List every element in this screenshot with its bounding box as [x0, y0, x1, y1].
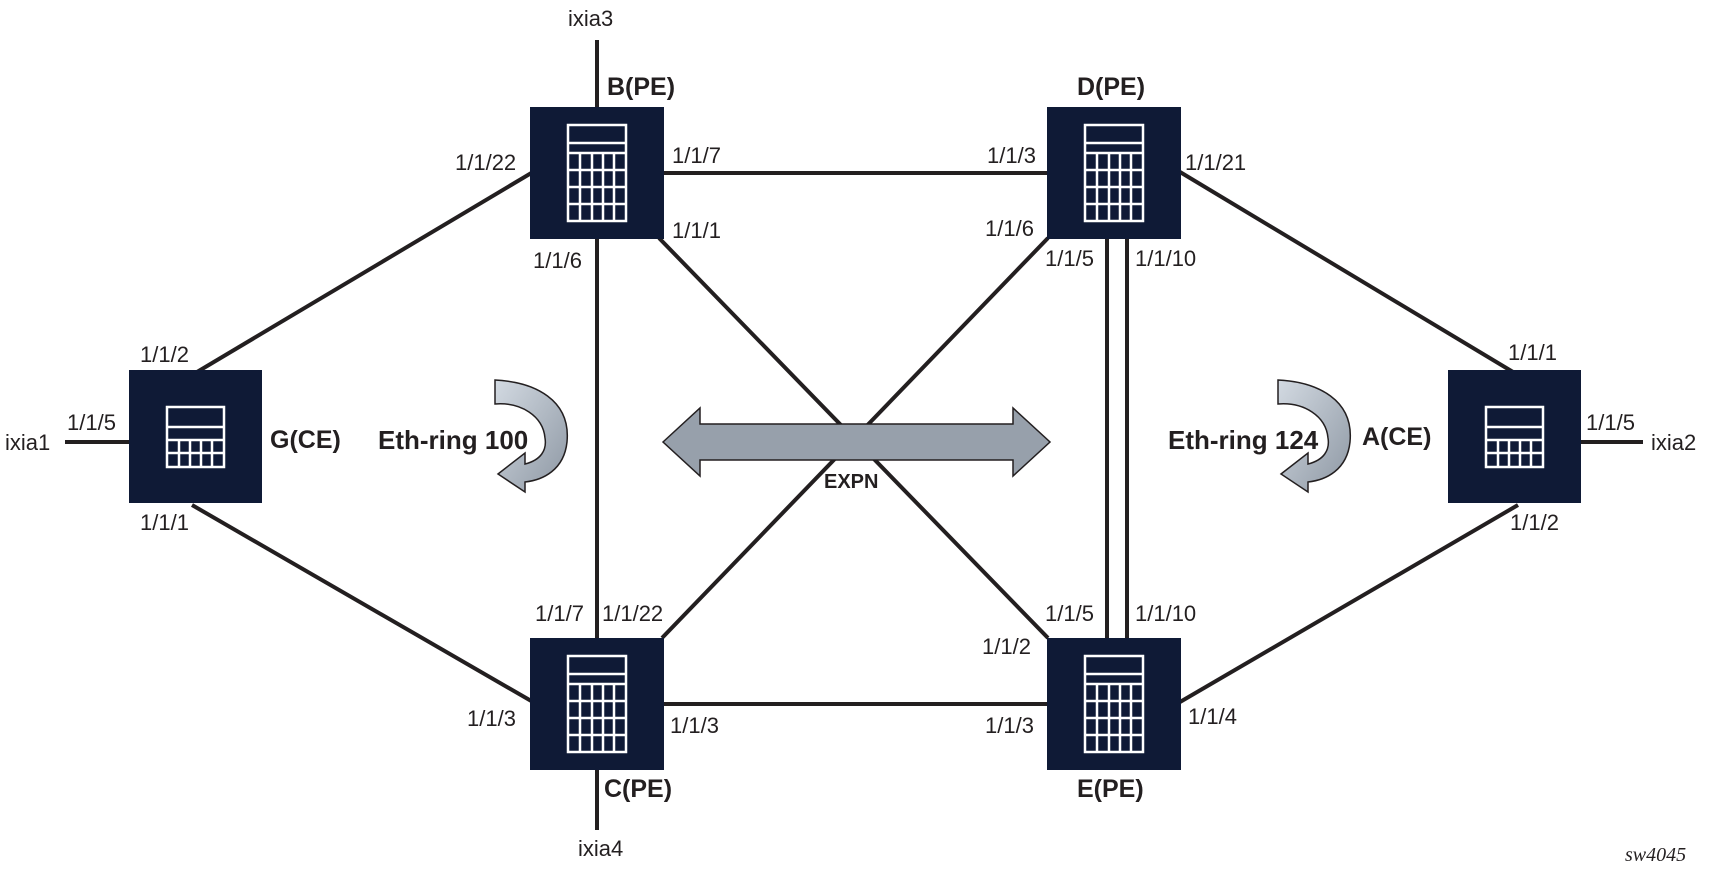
switch-icon	[165, 405, 226, 469]
router-icon	[1083, 654, 1145, 754]
port-label-e-1-1-2: 1/1/2	[982, 634, 1031, 659]
endpoint-label-ixia2: ixia2	[1651, 430, 1696, 455]
expn-label: EXPN	[824, 471, 878, 493]
port-label-a-1-1-2: 1/1/2	[1510, 510, 1559, 535]
node-label-c: C(PE)	[604, 775, 672, 803]
port-label-b-1-1-22: 1/1/22	[455, 150, 516, 175]
port-label-b-1-1-7: 1/1/7	[672, 143, 721, 168]
endpoint-label-ixia4: ixia4	[578, 836, 623, 861]
router-icon	[566, 123, 628, 223]
ring-label-100: Eth-ring 100	[378, 425, 528, 455]
port-label-b-1-1-6: 1/1/6	[533, 248, 582, 273]
links	[65, 40, 1643, 830]
node-label-a: A(CE)	[1362, 423, 1431, 451]
port-label-d-1-1-5: 1/1/5	[1045, 246, 1094, 271]
port-label-g-1-1-2: 1/1/2	[140, 342, 189, 367]
node-label-e: E(PE)	[1077, 775, 1144, 803]
port-label-d-1-1-6: 1/1/6	[985, 216, 1034, 241]
node-label-d: D(PE)	[1077, 73, 1145, 101]
node-b[interactable]	[530, 107, 664, 239]
port-label-c-1-1-7: 1/1/7	[535, 601, 584, 626]
node-label-g: G(CE)	[270, 426, 341, 454]
expn-double-arrow	[661, 406, 1052, 478]
ring-124-rotation-icon	[1277, 379, 1351, 494]
port-label-d-1-1-3: 1/1/3	[987, 143, 1036, 168]
node-c[interactable]	[530, 638, 664, 770]
link-g-c	[190, 503, 535, 704]
port-label-c-1-1-3-right: 1/1/3	[670, 713, 719, 738]
port-label-c-1-1-3-left: 1/1/3	[467, 706, 516, 731]
ring-label-124: Eth-ring 124	[1168, 425, 1319, 455]
port-label-d-1-1-10: 1/1/10	[1135, 246, 1196, 271]
node-d[interactable]	[1047, 107, 1181, 239]
port-label-g-1-1-5: 1/1/5	[67, 410, 116, 435]
port-label-e-1-1-5: 1/1/5	[1045, 601, 1094, 626]
link-d-a	[1178, 170, 1520, 377]
port-label-d-1-1-21: 1/1/21	[1185, 150, 1246, 175]
node-e[interactable]	[1047, 638, 1181, 770]
port-label-a-1-1-5: 1/1/5	[1586, 410, 1635, 435]
node-g[interactable]	[129, 370, 262, 503]
node-label-b: B(PE)	[607, 73, 675, 101]
router-icon	[1083, 123, 1145, 223]
port-label-g-1-1-1: 1/1/1	[140, 510, 189, 535]
switch-icon	[1484, 405, 1545, 469]
endpoint-label-ixia3: ixia3	[568, 6, 613, 31]
ring-100-rotation-icon	[494, 379, 568, 494]
port-label-e-1-1-10: 1/1/10	[1135, 601, 1196, 626]
port-label-a-1-1-1: 1/1/1	[1508, 340, 1557, 365]
router-icon	[566, 654, 628, 754]
link-e-a	[1178, 503, 1520, 704]
endpoint-label-ixia1: ixia1	[5, 430, 50, 455]
port-label-c-1-1-22: 1/1/22	[602, 601, 663, 626]
port-label-b-1-1-1: 1/1/1	[672, 218, 721, 243]
figure-id: sw4045	[1625, 844, 1686, 866]
link-g-b	[190, 170, 535, 377]
port-label-e-1-1-3: 1/1/3	[985, 713, 1034, 738]
node-a[interactable]	[1448, 370, 1581, 503]
port-label-e-1-1-4: 1/1/4	[1188, 704, 1237, 729]
